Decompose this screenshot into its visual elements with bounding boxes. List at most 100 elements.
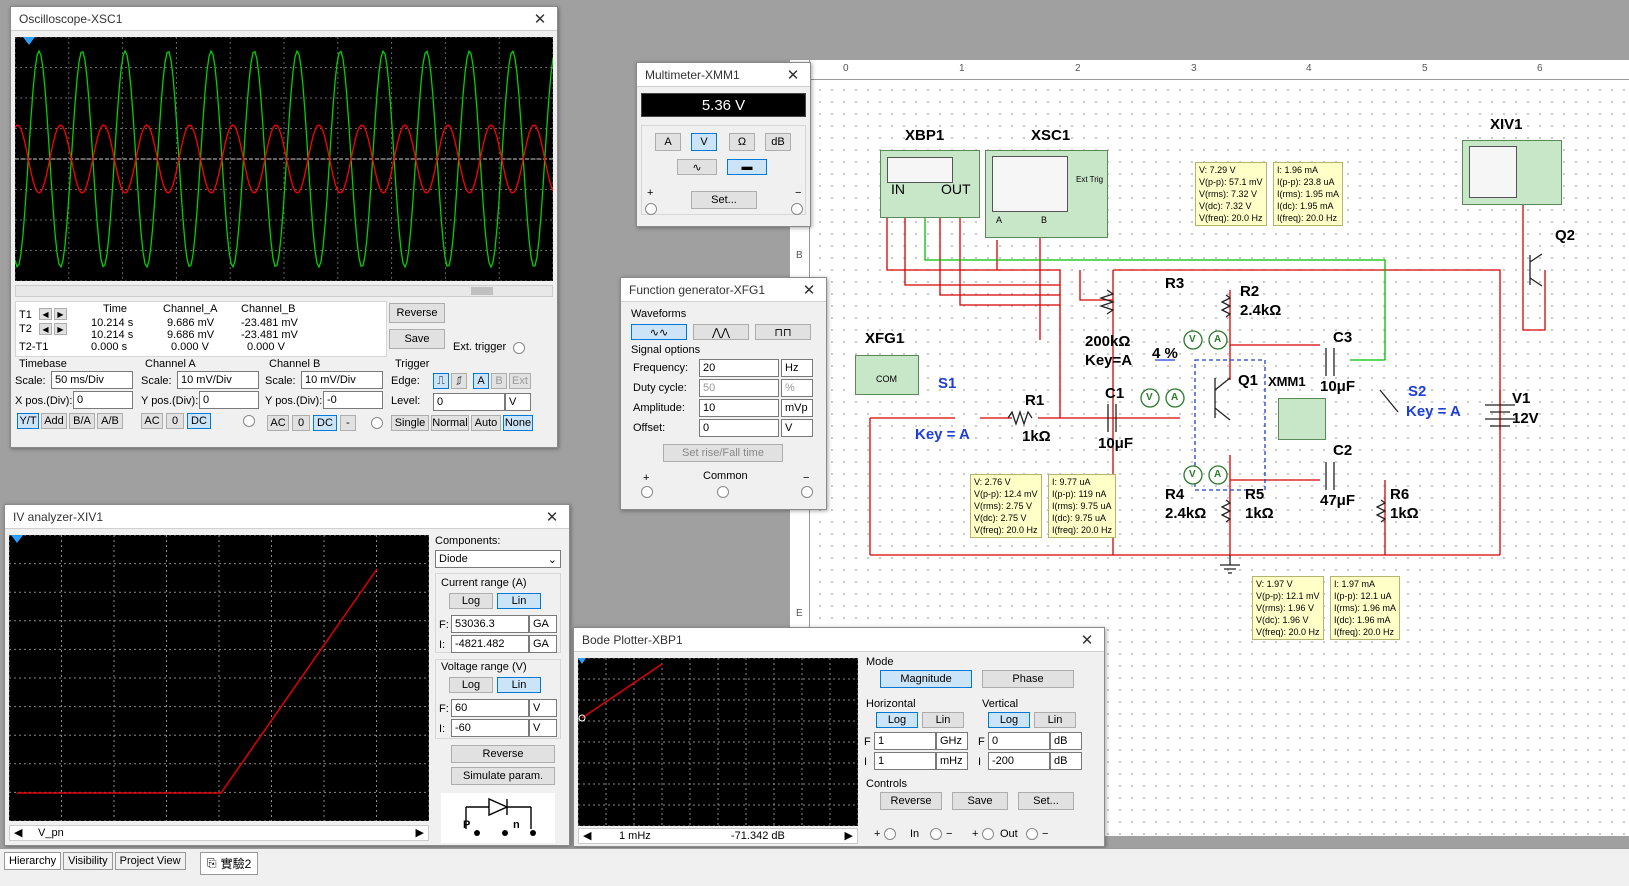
vert-lin-button[interactable]: Lin bbox=[1034, 712, 1076, 728]
component-select[interactable]: Diode⌄ bbox=[435, 550, 561, 568]
left-arrow-icon[interactable]: ◀ bbox=[14, 827, 23, 839]
channel-b-ypos-input[interactable]: -0 bbox=[323, 391, 383, 409]
trig-src-a[interactable]: A bbox=[473, 373, 489, 389]
fg-minus-terminal[interactable] bbox=[801, 486, 813, 498]
vert-i-unit[interactable]: dB bbox=[1050, 752, 1082, 770]
vert-i-input[interactable]: -200 bbox=[988, 752, 1050, 770]
c1-label[interactable]: C1 bbox=[1105, 385, 1125, 402]
cha-dc-button[interactable]: DC bbox=[187, 413, 211, 429]
voltage-f-input[interactable]: 60 bbox=[451, 699, 529, 717]
bode-out-minus-terminal[interactable] bbox=[1026, 828, 1038, 840]
xfg1-instrument[interactable]: COM bbox=[855, 355, 919, 395]
voltage-f-unit[interactable]: V bbox=[529, 699, 557, 717]
close-icon[interactable]: ✕ bbox=[533, 10, 547, 28]
current-f-unit[interactable]: GA bbox=[529, 615, 557, 633]
current-i-unit[interactable]: GA bbox=[529, 635, 557, 653]
current-i-input[interactable]: -4821.482 bbox=[451, 635, 529, 653]
frequency-unit[interactable]: Hz bbox=[781, 359, 813, 377]
t1-right-arrow-icon[interactable]: ▶ bbox=[54, 308, 67, 320]
t2-right-arrow-icon[interactable]: ▶ bbox=[54, 323, 67, 335]
mm-plus-terminal[interactable] bbox=[645, 203, 657, 215]
r6-label[interactable]: R6 bbox=[1390, 486, 1410, 503]
chb-ac-button[interactable]: AC bbox=[267, 415, 289, 431]
add-button[interactable]: Add bbox=[41, 413, 67, 429]
close-icon[interactable]: ✕ bbox=[802, 281, 816, 299]
horiz-f-unit[interactable]: GHz bbox=[936, 732, 968, 750]
channel-a-ypos-input[interactable]: 0 bbox=[199, 391, 259, 409]
amplitude-input[interactable]: 10 bbox=[699, 399, 779, 417]
tab-visibility[interactable]: Visibility bbox=[63, 852, 113, 870]
sine-wave-icon[interactable]: ∿∿ bbox=[631, 324, 687, 340]
right-arrow-icon[interactable]: ▶ bbox=[415, 827, 424, 839]
xsc1-instrument[interactable]: Ext Trig A B bbox=[985, 150, 1108, 238]
bode-titlebar[interactable]: Bode Plotter-XBP1✕ bbox=[574, 628, 1104, 652]
duty-cycle-unit[interactable]: % bbox=[781, 379, 813, 397]
voltage-lin-button[interactable]: Lin bbox=[497, 677, 541, 693]
probe-a-1[interactable]: A bbox=[1214, 334, 1222, 345]
tab-hierarchy[interactable]: Hierarchy bbox=[4, 852, 62, 870]
t1-left-arrow-icon[interactable]: ◀ bbox=[39, 308, 52, 320]
trig-src-ext[interactable]: Ext bbox=[509, 373, 531, 389]
oscilloscope-window[interactable]: Oscilloscope-XSC1✕ T1 T2 T2-T1 ◀ ▶ ◀ ▶ T… bbox=[10, 6, 558, 448]
ba-button[interactable]: B/A bbox=[69, 413, 95, 429]
c2-label[interactable]: C2 bbox=[1333, 442, 1353, 459]
offset-unit[interactable]: V bbox=[781, 419, 813, 437]
probe-v-2[interactable]: V bbox=[1146, 392, 1153, 403]
r2-label[interactable]: R2 bbox=[1240, 283, 1260, 300]
tab-project-view[interactable]: Project View bbox=[114, 852, 186, 870]
document-tab[interactable]: ⎘實驗2 bbox=[200, 852, 259, 875]
triangle-wave-icon[interactable]: ⋀⋀ bbox=[693, 324, 749, 340]
cha-terminal[interactable] bbox=[243, 415, 255, 427]
cha-zero-button[interactable]: 0 bbox=[166, 413, 184, 429]
simulate-param-button[interactable]: Simulate param. bbox=[451, 767, 555, 785]
horiz-i-unit[interactable]: mHz bbox=[936, 752, 968, 770]
oscilloscope-scrollbar[interactable] bbox=[15, 285, 553, 297]
probe-a-2[interactable]: A bbox=[1171, 392, 1179, 403]
cha-ac-button[interactable]: AC bbox=[141, 413, 163, 429]
ext-trigger-terminal[interactable] bbox=[513, 342, 525, 354]
t2-left-arrow-icon[interactable]: ◀ bbox=[39, 323, 52, 335]
db-mode-button[interactable]: dB bbox=[765, 133, 791, 151]
s1-label[interactable]: S1 bbox=[938, 375, 957, 392]
voltage-i-unit[interactable]: V bbox=[529, 719, 557, 737]
current-log-button[interactable]: Log bbox=[449, 593, 493, 609]
voltmeter-mode-button[interactable]: V bbox=[691, 133, 717, 151]
probe-v-3[interactable]: V bbox=[1189, 469, 1196, 480]
function-generator-titlebar[interactable]: Function generator-XFG1✕ bbox=[621, 278, 826, 302]
iv-analyzer-window[interactable]: IV analyzer-XIV1✕ ◀ V_pn ▶ Components: D… bbox=[4, 504, 570, 846]
normal-button[interactable]: Normal bbox=[431, 415, 469, 431]
amplitude-unit[interactable]: mVp bbox=[781, 399, 813, 417]
c3-label[interactable]: C3 bbox=[1333, 329, 1353, 346]
iv-titlebar[interactable]: IV analyzer-XIV1✕ bbox=[5, 505, 569, 529]
vert-f-input[interactable]: 0 bbox=[988, 732, 1050, 750]
iv-reverse-button[interactable]: Reverse bbox=[451, 745, 555, 763]
dc-line-icon[interactable]: ▬ bbox=[727, 159, 767, 175]
bode-in-plus-terminal[interactable] bbox=[884, 828, 896, 840]
vert-f-unit[interactable]: dB bbox=[1050, 732, 1082, 750]
ammeter-mode-button[interactable]: A bbox=[655, 133, 681, 151]
bode-out-plus-terminal[interactable] bbox=[982, 828, 994, 840]
chb-zero-button[interactable]: 0 bbox=[292, 415, 310, 431]
close-icon[interactable]: ✕ bbox=[545, 508, 559, 526]
edge-falling-icon[interactable]: ⎎ bbox=[451, 373, 467, 389]
bode-set-button[interactable]: Set... bbox=[1018, 792, 1074, 810]
horiz-f-input[interactable]: 1 bbox=[874, 732, 936, 750]
close-icon[interactable]: ✕ bbox=[1080, 631, 1094, 649]
chb-terminal[interactable] bbox=[371, 417, 383, 429]
horiz-i-input[interactable]: 1 bbox=[874, 752, 936, 770]
current-f-input[interactable]: 53036.3 bbox=[451, 615, 529, 633]
xiv1-instrument[interactable] bbox=[1462, 140, 1562, 205]
ohm-mode-button[interactable]: Ω bbox=[729, 133, 755, 151]
auto-button[interactable]: Auto bbox=[471, 415, 501, 431]
xmm1-instrument[interactable] bbox=[1278, 398, 1326, 440]
chb-dc-button[interactable]: DC bbox=[313, 415, 337, 431]
bode-reverse-button[interactable]: Reverse bbox=[880, 792, 942, 810]
ac-wave-icon[interactable]: ∿ bbox=[677, 159, 717, 175]
offset-input[interactable]: 0 bbox=[699, 419, 779, 437]
phase-button[interactable]: Phase bbox=[982, 670, 1074, 688]
r5-label[interactable]: R5 bbox=[1245, 486, 1265, 503]
trig-src-b[interactable]: B bbox=[491, 373, 507, 389]
chb-minus-button[interactable]: - bbox=[340, 415, 356, 431]
oscilloscope-titlebar[interactable]: Oscilloscope-XSC1✕ bbox=[11, 7, 557, 31]
save-button[interactable]: Save bbox=[389, 329, 445, 349]
